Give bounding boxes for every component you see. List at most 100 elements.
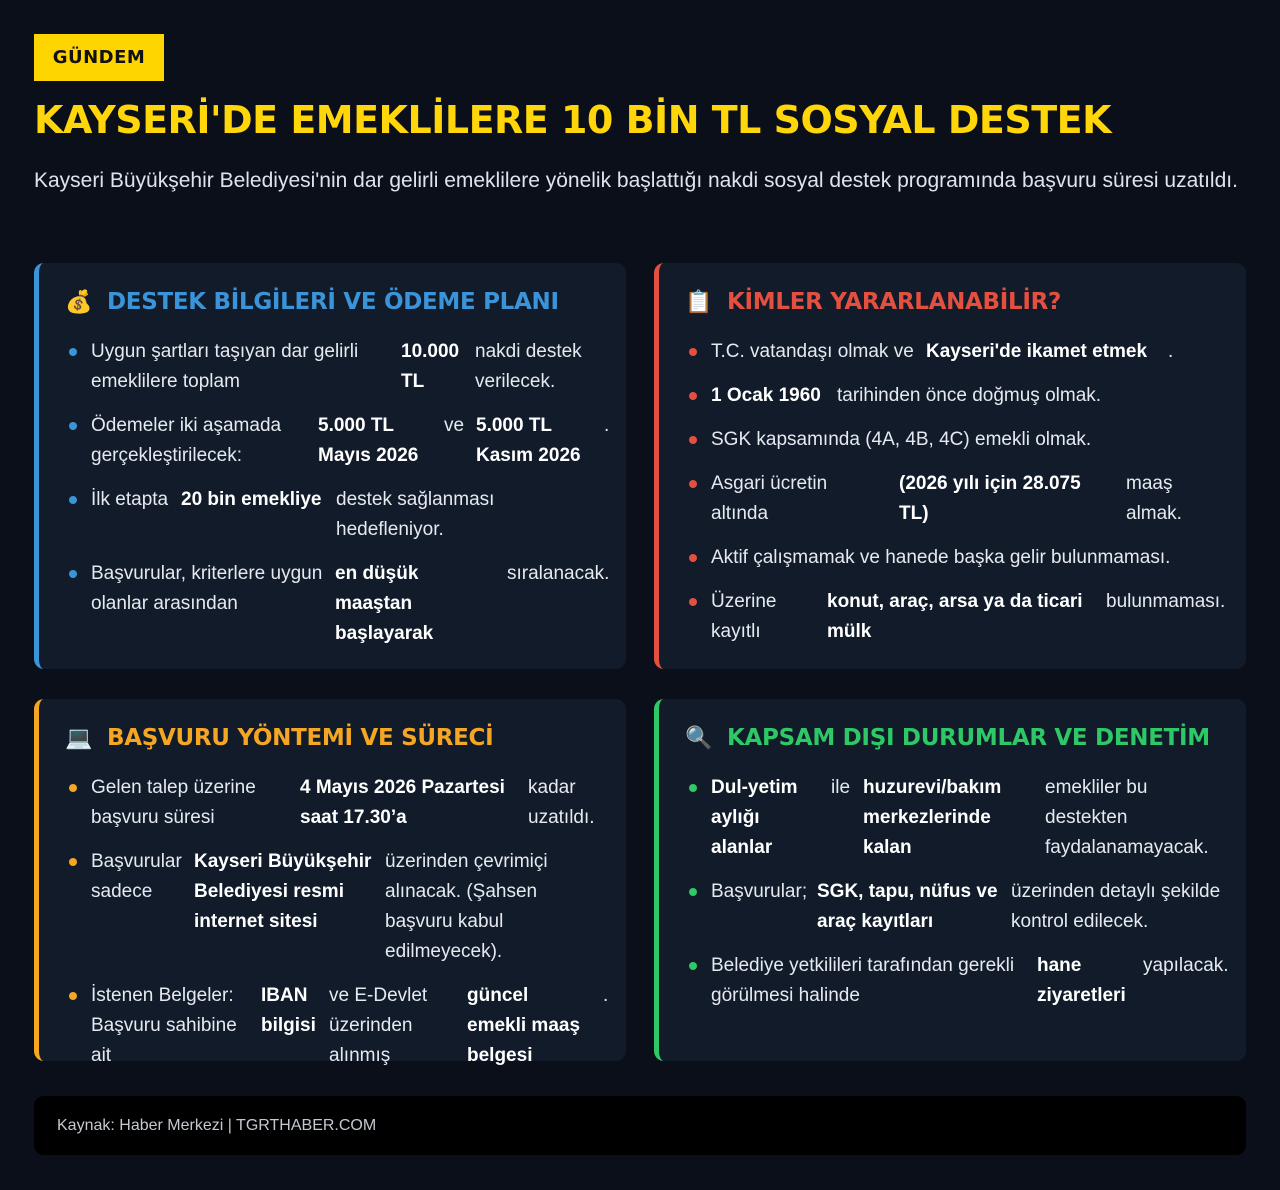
list-item: T.C. vatandaşı olmak ve Kayseri'de ikamet… [685,337,1224,367]
list-item: Başvurular, kriterlere uygun olanlar ara… [65,559,609,649]
card-eligibility: 📋 KİMLER YARARLANABİLİR? T.C. vatandaşı o… [654,263,1246,669]
highlight-text: hane ziyaretleri [1037,955,1126,1006]
item-text: yapılacak. [1143,955,1229,976]
item-text: İstenen Belgeler: Başvuru sahibine ait [91,985,237,1066]
bullet-dot-icon [69,570,77,578]
page-title: KAYSERİ'DE EMEKLİLERE 10 BİN TL SOSYAL D… [34,98,1112,142]
card-exclusions-audit: 🔍 KAPSAM DIŞI DURUMLAR VE DENETİM Dul-yet… [654,699,1246,1061]
item-text: üzerinden detaylı şekilde kontrol edilec… [1011,881,1221,932]
card-title: BAŞVURU YÖNTEMİ VE SÜRECİ [107,725,494,751]
item-text: Üzerine kayıtlı [711,591,777,642]
item-text: T.C. vatandaşı olmak ve [711,341,914,362]
item-text: Ödemeler iki aşamada gerçekleştirilecek: [91,415,282,466]
highlight-text: en düşük maaştan başlayarak [335,563,434,644]
item-text: Belediye yetkilileri tarafından gerekli … [711,955,1015,1006]
category-badge: GÜNDEM [34,34,164,81]
item-text: maaş almak. [1126,473,1182,524]
item-text: ve E-Devlet üzerinden alınmış [329,985,428,1066]
magnifier-icon: 🔍 [685,725,713,751]
item-text: Uygun şartları taşıyan dar gelirli emekl… [91,341,359,392]
item-text: Gelen talep üzerine başvuru süresi [91,777,256,828]
item-text: sıralanacak. [507,563,610,584]
item-text: Asgari ücretin altında [711,473,828,524]
bullet-dot-icon [69,992,77,1000]
item-text: ve [444,415,465,436]
card-list: Gelen talep üzerine başvuru süresi 4 Mayı… [65,773,608,1071]
bullet-dot-icon [689,962,697,970]
item-text: Aktif çalışmamak ve hanede başka gelir b… [711,547,1171,568]
highlight-text: Kayseri'de ikamet etmek [926,341,1148,362]
card-support-info: 💰 DESTEK BİLGİLERİ VE ÖDEME PLANI Uygun ş… [34,263,626,669]
item-text: emekliler bu destekten faydalanamayacak. [1045,777,1209,858]
highlight-text: 10.000 TL [401,341,460,392]
highlight-text: huzurevi/bakım merkezlerinde kalan [863,777,1002,858]
item-text: . [603,985,609,1006]
list-item: Aktif çalışmamak ve hanede başka gelir b… [685,543,1224,573]
list-item: 1 Ocak 1960 tarihinden önce doğmuş olmak. [685,381,1224,411]
bullet-dot-icon [69,496,77,504]
bullet-dot-icon [69,422,77,430]
bullet-dot-icon [689,348,697,356]
list-item: Asgari ücretin altında (2026 yılı için 28… [685,469,1224,529]
bullet-dot-icon [69,348,77,356]
bullet-dot-icon [689,392,697,400]
card-list: Uygun şartları taşıyan dar gelirli emekl… [65,337,609,649]
highlight-text: 5.000 TL Mayıs 2026 [318,415,419,466]
highlight-text: 20 bin emekliye [181,489,322,510]
bullet-dot-icon [689,436,697,444]
list-item: Uygun şartları taşıyan dar gelirli emekl… [65,337,604,397]
list-item: Üzerine kayıtlı konut, araç, arsa ya da t… [685,587,1225,647]
list-item: Belediye yetkilileri tarafından gerekli … [685,951,1229,1011]
card-title: KİMLER YARARLANABİLİR? [727,289,1062,315]
highlight-text: (2026 yılı için 28.075 TL) [899,473,1081,524]
bullet-dot-icon [69,784,77,792]
highlight-text: Dul-yetim aylığı alanlar [711,777,798,858]
highlight-text: 1 Ocak 1960 [711,385,821,406]
item-text: bulunmaması. [1106,591,1226,612]
bullet-dot-icon [689,888,697,896]
item-text: Başvurular sadece [91,851,182,902]
highlight-text: 5.000 TL Kasım 2026 [476,415,581,466]
item-text: SGK kapsamında (4A, 4B, 4C) emekli olmak… [711,429,1092,450]
bullet-dot-icon [689,598,697,606]
laptop-icon: 💻 [65,725,93,751]
item-text: tarihinden önce doğmuş olmak. [837,385,1102,406]
bullet-dot-icon [689,480,697,488]
item-text: üzerinden çevrimiçi alınacak. (Şahsen ba… [385,851,548,962]
highlight-text: 4 Mayıs 2026 Pazartesi saat 17.30’a [300,777,505,828]
bullet-dot-icon [689,784,697,792]
list-item: SGK kapsamında (4A, 4B, 4C) emekli olmak… [685,425,1224,455]
item-text: destek sağlanması hedefleniyor. [336,489,495,540]
item-text: ile [831,777,851,798]
list-item: Dul-yetim aylığı alanlar ile huzurevi/bakı… [685,773,1224,863]
highlight-text: SGK, tapu, nüfus ve araç kayıtları [817,881,998,932]
card-list: Dul-yetim aylığı alanlar ile huzurevi/bakı… [685,773,1229,1011]
list-item: Ödemeler iki aşamada gerçekleştirilecek:… [65,411,609,471]
list-item: Başvurular; SGK, tapu, nüfus ve araç kayı… [685,877,1224,937]
item-text: Başvurular; [711,881,808,902]
card-title: DESTEK BİLGİLERİ VE ÖDEME PLANI [107,289,559,315]
list-item: İstenen Belgeler: Başvuru sahibine ait IB… [65,981,608,1071]
bullet-dot-icon [69,858,77,866]
bullet-dot-icon [689,554,697,562]
item-text: . [1168,341,1174,362]
item-text: . [604,415,610,436]
highlight-text: güncel emekli maaş belgesi [467,985,581,1066]
item-text: nakdi destek verilecek. [475,341,582,392]
item-text: İlk etapta [91,489,169,510]
list-item: İlk etapta 20 bin emekliye destek sağlanma… [65,485,604,545]
money-bag-icon: 💰 [65,289,93,315]
card-application-process: 💻 BAŞVURU YÖNTEMİ VE SÜRECİ Gelen talep ü… [34,699,626,1066]
list-item: Gelen talep üzerine başvuru süresi 4 Mayı… [65,773,604,833]
highlight-text: IBAN bilgisi [261,985,316,1036]
item-text: Başvurular, kriterlere uygun olanlar ara… [91,563,323,614]
highlight-text: konut, araç, arsa ya da ticari mülk [827,591,1083,642]
clipboard-icon: 📋 [685,289,713,315]
card-title: KAPSAM DIŞI DURUMLAR VE DENETİM [727,725,1210,751]
subtitle: Kayseri Büyükşehir Belediyesi'nin dar ge… [34,169,1238,192]
source-footer: Kaynak: Haber Merkezi | TGRTHABER.COM [34,1096,1246,1155]
card-list: T.C. vatandaşı olmak ve Kayseri'de ikamet… [685,337,1225,647]
highlight-text: Kayseri Büyükşehir Belediyesi resmi inte… [194,851,372,932]
item-text: kadar uzatıldı. [528,777,595,828]
